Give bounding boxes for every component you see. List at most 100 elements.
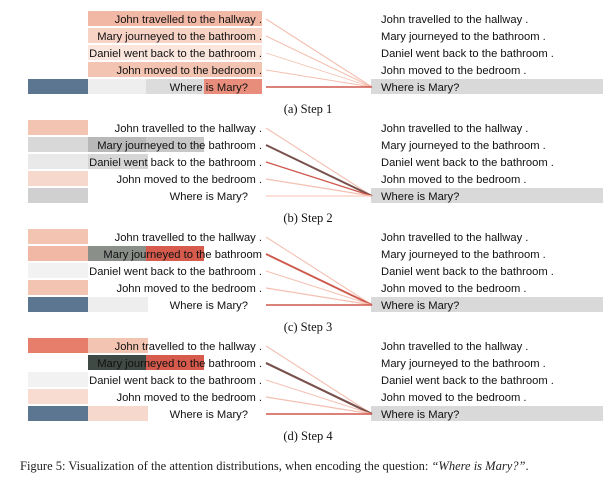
attention-heat-cell (146, 355, 204, 370)
right-sentence: Daniel went back to the bathroom . (381, 375, 554, 387)
right-question: Where is Mary? (381, 300, 459, 312)
left-sentence: Daniel went back to the bathroom . (89, 375, 262, 387)
left-sentence: Daniel went back to the bathroom . (89, 48, 262, 60)
attention-heat-cell (28, 355, 88, 370)
attention-heat-cell (28, 120, 88, 135)
attention-heat-cell (28, 297, 88, 312)
attention-heat-cell (28, 389, 88, 404)
attention-heat-cell (28, 229, 88, 244)
panel-1: John travelled to the hallway . Mary jour… (28, 11, 603, 116)
attention-heat-cell (88, 246, 148, 261)
attention-heat-cell (88, 45, 262, 60)
left-sentence: John moved to the bedroom . (116, 283, 262, 295)
right-sentence: Daniel went back to the bathroom . (381, 266, 554, 278)
right-sentence: John travelled to the hallway . (381, 341, 528, 353)
left-sentence: Daniel went back to the bathroom . (89, 157, 262, 169)
panel-4: John travelled to the hallway . Mary jour… (28, 338, 603, 443)
right-sentence: Daniel went back to the bathroom . (381, 48, 554, 60)
question-highlight (371, 79, 603, 94)
question-highlight (371, 188, 603, 203)
right-sentence: John moved to the bedroom . (381, 392, 527, 404)
attention-line (265, 379, 373, 415)
right-question: Where is Mary? (381, 409, 459, 421)
attention-heat-cell (28, 137, 88, 152)
panel-2: John travelled to the hallway . Mary jour… (28, 120, 603, 225)
attention-heat-cell (204, 79, 262, 94)
left-sentence: Mary journeyed to the bathroom . (97, 358, 262, 370)
attention-heat-cell (146, 79, 204, 94)
right-sentence: Mary journeyed to the bathroom . (381, 140, 546, 152)
attention-heat-cell (88, 338, 148, 353)
attention-line (265, 127, 373, 197)
attention-heat-cell (28, 338, 88, 353)
attention-heat-cell (88, 297, 148, 312)
left-sentence: John moved to the bedroom . (116, 65, 262, 77)
panel-caption: (c) Step 3 (284, 320, 333, 334)
panel-caption: (b) Step 2 (283, 211, 332, 225)
left-sentence: John moved to the bedroom . (116, 174, 262, 186)
attention-heat-cell (146, 246, 204, 261)
attention-line (265, 345, 373, 415)
left-question: Where is Mary? (170, 300, 248, 312)
attention-line (265, 253, 373, 306)
attention-heat-cell (28, 79, 88, 94)
left-question: Where is Mary? (170, 409, 248, 421)
panel-3: John travelled to the hallway . Mary jour… (28, 229, 603, 334)
panel-caption: (d) Step 4 (283, 429, 333, 443)
right-question: Where is Mary? (381, 82, 459, 94)
attention-heat-cell (28, 171, 88, 186)
attention-heat-cell (28, 372, 88, 387)
right-sentence: John moved to the bedroom . (381, 174, 527, 186)
attention-heat-cell (28, 406, 88, 421)
left-sentence: John travelled to the hallway . (115, 341, 262, 353)
attention-line (265, 178, 373, 197)
attention-line (265, 52, 373, 88)
attention-line (265, 161, 373, 197)
attention-heat-cell (88, 355, 148, 370)
attention-heat-cell (88, 62, 262, 77)
right-sentence: John travelled to the hallway . (381, 14, 528, 26)
attention-line (265, 236, 373, 306)
left-sentence: Daniel went back to the bathroom . (89, 266, 262, 278)
attention-heat-cell (88, 137, 148, 152)
attention-line (265, 35, 373, 88)
figure-caption-question: “Where is Mary?” (431, 459, 525, 473)
figure-caption: Figure 5: Visualization of the attention… (20, 459, 529, 473)
left-sentence: Mary journeyed to the bathroom . (97, 140, 262, 152)
attention-line (265, 270, 373, 306)
attention-line (265, 362, 373, 415)
attention-line (265, 18, 373, 88)
right-sentence: Mary journeyed to the bathroom . (381, 358, 546, 370)
attention-heat-cell (88, 154, 148, 169)
question-highlight (371, 406, 603, 421)
attention-heat-cell (28, 154, 88, 169)
left-question: Where is Mary? (170, 191, 248, 203)
panel-caption: (a) Step 1 (284, 102, 333, 116)
left-sentence: John travelled to the hallway . (115, 232, 262, 244)
right-sentence: Daniel went back to the bathroom . (381, 157, 554, 169)
attention-line (265, 144, 373, 197)
attention-heat-cell (88, 28, 262, 43)
attention-heat-cell (28, 263, 88, 278)
right-question: Where is Mary? (381, 191, 459, 203)
right-sentence: John travelled to the hallway . (381, 123, 528, 135)
left-sentence: Mary journeyed to the bathroom (103, 249, 262, 261)
left-question: Where is Mary? (170, 82, 248, 94)
attention-heat-cell (146, 137, 204, 152)
right-sentence: John moved to the bedroom . (381, 283, 527, 295)
attention-heat-cell (88, 79, 148, 94)
attention-heat-cell (28, 280, 88, 295)
figure-caption-suffix: . (525, 459, 528, 473)
attention-heat-cell (28, 188, 88, 203)
right-sentence: Mary journeyed to the bathroom . (381, 31, 546, 43)
left-sentence: John travelled to the hallway . (115, 123, 262, 135)
left-sentence: John travelled to the hallway . (115, 14, 262, 26)
attention-heat-cell (28, 246, 88, 261)
attention-line (265, 287, 373, 306)
attention-line (265, 396, 373, 415)
question-highlight (371, 297, 603, 312)
right-sentence: Mary journeyed to the bathroom . (381, 249, 546, 261)
left-sentence: Mary journeyed to the bathroom . (97, 31, 262, 43)
